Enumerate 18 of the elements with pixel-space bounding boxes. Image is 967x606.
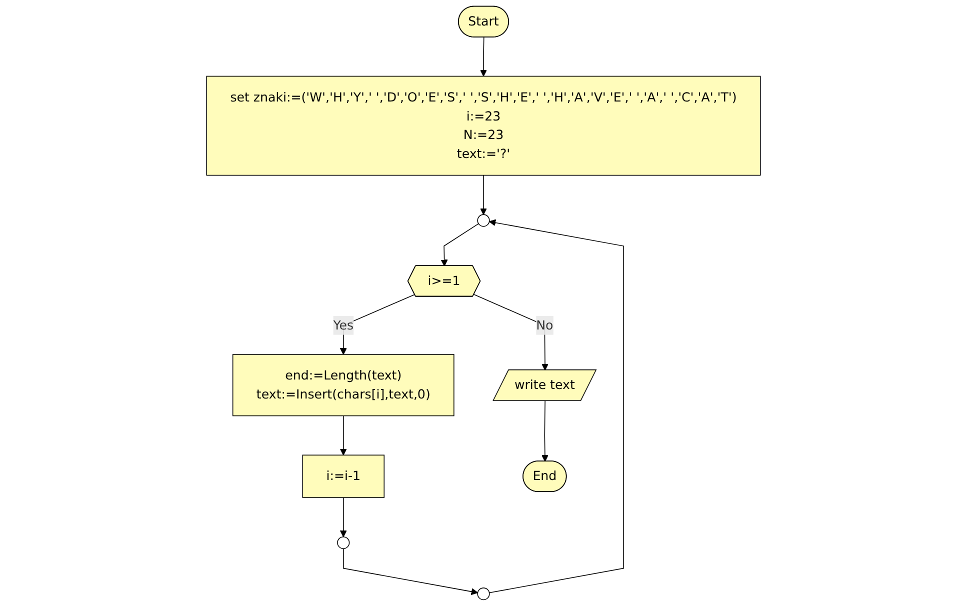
arrow xyxy=(480,36,487,77)
arrow xyxy=(474,294,548,371)
arrow xyxy=(340,497,347,538)
edge-label: No xyxy=(536,318,554,332)
node-circle xyxy=(337,536,350,550)
arrow xyxy=(340,415,347,456)
edge-label: Yes xyxy=(333,318,354,332)
arrow xyxy=(488,219,624,594)
node-circle xyxy=(477,214,490,227)
arrow xyxy=(340,294,416,355)
node-circle xyxy=(477,588,490,600)
arrow xyxy=(480,174,487,215)
arrow xyxy=(542,400,548,462)
node-box: set znaki:=('W','H','Y',' ','D','O','E','S',' ','S','H','E',' ','H','A','V','E',' ','A',' ','C','A','T') i:=23 N:=23 text:='?' xyxy=(206,76,761,176)
node-box: i:=i-1 xyxy=(302,454,385,498)
node-box: end:=Length(text) text:=Insert(chars[i],text,0) xyxy=(232,354,454,416)
arrow xyxy=(440,223,479,266)
arrow xyxy=(343,548,478,596)
